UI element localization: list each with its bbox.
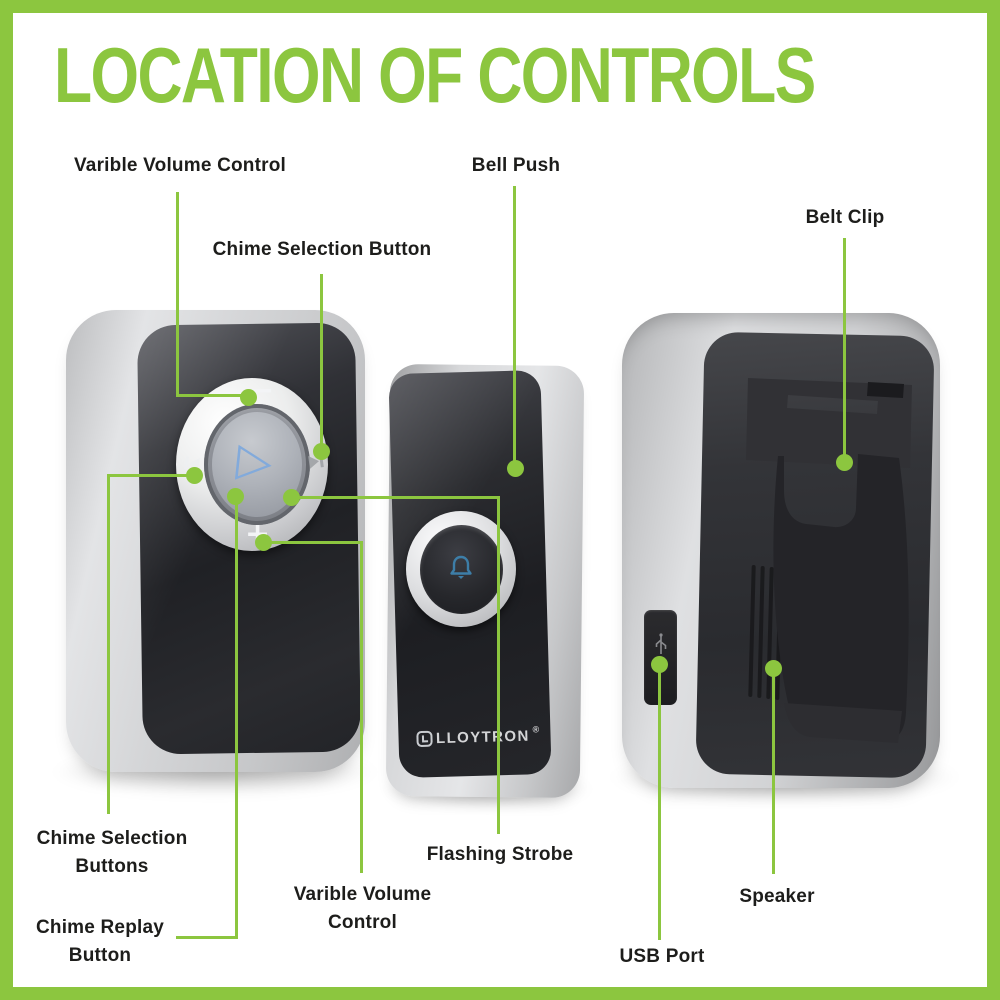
play-icon: ▷: [234, 431, 276, 489]
leader-line-chime-selection-bottom: [107, 474, 110, 814]
brand-logo-text: LLOYTRON: [435, 727, 530, 748]
leader-line-chime-selection-top: [320, 274, 323, 454]
leader-line-variable-volume-bottom: [360, 541, 363, 873]
leader-line-variable-volume-bottom: [263, 541, 363, 544]
label-chime-replay: Chime Replay Button: [35, 917, 165, 966]
leader-line-chime-selection-bottom: [107, 474, 195, 477]
leader-dot-volume-minus: [240, 389, 257, 406]
label-chime-selection-bottom: Chime Selection Buttons: [36, 828, 188, 877]
registered-trademark-symbol: ®: [532, 724, 540, 735]
leader-dot-bell-push: [507, 460, 524, 477]
leader-dot-skip-next: [313, 443, 330, 460]
leader-line-belt-clip: [843, 238, 846, 464]
usb-icon: [655, 633, 667, 654]
leader-line-chime-replay: [176, 936, 238, 939]
label-variable-volume-bottom: Varible Volume Control: [293, 884, 432, 933]
leader-dot-skip-prev: [186, 467, 203, 484]
leader-line-variable-volume-top: [176, 192, 179, 397]
leader-line-bell-push: [513, 186, 516, 470]
label-flashing-strobe: Flashing Strobe: [426, 844, 574, 865]
label-chime-selection-top: Chime Selection Button: [212, 239, 432, 260]
label-variable-volume-top: Varible Volume Control: [73, 155, 287, 176]
label-belt-clip: Belt Clip: [805, 207, 885, 228]
leader-line-flashing-strobe: [497, 496, 500, 834]
leader-line-variable-volume-top: [176, 394, 248, 397]
bell-button: [420, 525, 503, 614]
leader-line-chime-replay: [235, 497, 238, 939]
leader-line-flashing-strobe: [291, 496, 500, 499]
leader-dot-usb-port: [651, 656, 668, 673]
leader-line-usb-port: [658, 664, 661, 940]
brand-logo: LLOYTRON ®: [416, 724, 540, 748]
label-bell-push: Bell Push: [471, 155, 561, 176]
label-usb-port: USB Port: [619, 946, 705, 967]
leader-line-speaker: [772, 668, 775, 874]
bell-icon: [450, 555, 472, 579]
leader-dot-speaker: [765, 660, 782, 677]
leader-dot-chime-replay: [227, 488, 244, 505]
belt-clip: [746, 378, 912, 743]
leader-dot-belt-clip: [836, 454, 853, 471]
leader-dot-volume-plus: [255, 534, 272, 551]
brand-logo-mark-icon: [416, 730, 433, 747]
label-speaker: Speaker: [739, 886, 815, 907]
page-title: LOCATION OF CONTROLS: [54, 31, 816, 119]
leader-dot-flashing-strobe: [283, 489, 300, 506]
